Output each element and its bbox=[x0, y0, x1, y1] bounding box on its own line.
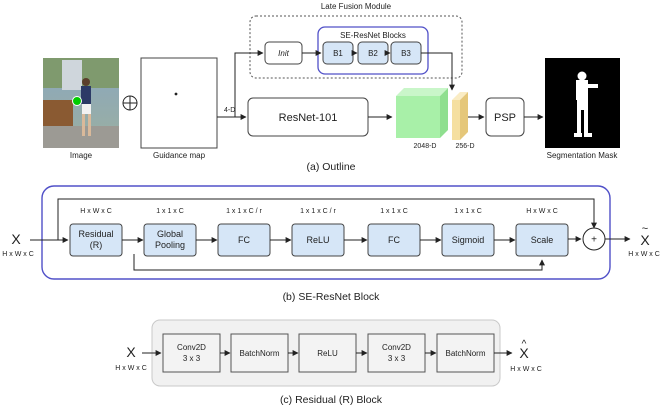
se-node-dim: 1 x 1 x C bbox=[156, 208, 184, 215]
psp-label: PSP bbox=[494, 112, 516, 124]
se-node-label: FC bbox=[238, 235, 250, 245]
guidance-map bbox=[140, 57, 218, 149]
four-d-label: 4-D bbox=[224, 107, 235, 114]
se-add-symbol: + bbox=[591, 235, 597, 246]
dim-256-label: 256-D bbox=[455, 143, 474, 150]
residual-node-box bbox=[436, 333, 495, 373]
residual-node-box bbox=[298, 333, 357, 373]
b1-label: B1 bbox=[333, 49, 343, 58]
res-input-dim: H x W x C bbox=[115, 365, 147, 372]
late-fusion-module-label: Late Fusion Module bbox=[321, 2, 392, 11]
se-node-dim: 1 x 1 x C / r bbox=[226, 208, 262, 215]
resnet-101-label: ResNet-101 bbox=[279, 112, 338, 124]
res-input-symbol: X bbox=[126, 344, 136, 360]
res-output-symbol: X bbox=[519, 345, 529, 361]
se-input-symbol: X bbox=[11, 231, 21, 247]
se-node-box bbox=[515, 223, 569, 257]
se-output-tilde: ~ bbox=[642, 223, 648, 235]
residual-node-sublabel: 3 x 3 bbox=[388, 354, 406, 363]
image-label: Image bbox=[70, 151, 93, 160]
se-node-sublabel: (R) bbox=[90, 240, 103, 250]
residual-node-label: BatchNorm bbox=[445, 349, 485, 358]
se-resnet-blocks-label: SE-ResNet Blocks bbox=[340, 31, 406, 40]
residual-node-label: Conv2D bbox=[177, 343, 206, 352]
se-node-label: Global bbox=[157, 229, 183, 239]
se-block-frame bbox=[41, 185, 611, 280]
guidance-point bbox=[174, 92, 178, 96]
se-resnet-section: X H x W x C Residual(R) H x W x C GlobalPo… bbox=[2, 185, 660, 303]
residual-node-box bbox=[230, 333, 289, 373]
residual-node-box bbox=[367, 333, 426, 373]
residual-node-label: ReLU bbox=[317, 349, 338, 358]
residual-section: X H x W x C Conv2D 3 x 3 BatchNorm ReLU Conv… bbox=[115, 319, 542, 406]
concat-icon bbox=[122, 95, 138, 111]
b3-label: B3 bbox=[401, 49, 411, 58]
se-node-label: Sigmoid bbox=[452, 235, 485, 245]
se-output-symbol: X bbox=[640, 232, 650, 248]
feature-256-slab bbox=[452, 92, 468, 140]
guidance-map-label: Guidance map bbox=[153, 151, 206, 160]
residual-node-box bbox=[162, 333, 221, 373]
se-node-label: FC bbox=[388, 235, 400, 245]
se-node-label: ReLU bbox=[306, 235, 329, 245]
residual-node-label: Conv2D bbox=[382, 343, 411, 352]
se-input-dim: H x W x C bbox=[2, 251, 34, 258]
se-node-dim: H x W x C bbox=[80, 208, 112, 215]
se-node-label: Scale bbox=[531, 235, 554, 245]
dim-2048-label: 2048-D bbox=[414, 143, 437, 150]
se-node-dim: H x W x C bbox=[526, 208, 558, 215]
res-output-dim: H x W x C bbox=[510, 366, 542, 373]
se-node-dim: 1 x 1 x C bbox=[380, 208, 408, 215]
input-image bbox=[43, 58, 119, 148]
se-node-dim: 1 x 1 x C bbox=[454, 208, 482, 215]
segmentation-mask-label: Segmentation Mask bbox=[547, 151, 619, 160]
residual-node-sublabel: 3 x 3 bbox=[183, 354, 201, 363]
se-block-caption: (b) SE-ResNet Block bbox=[283, 291, 381, 303]
b2-label: B2 bbox=[368, 49, 378, 58]
late-fusion-module-box bbox=[249, 15, 463, 79]
residual-node-label: BatchNorm bbox=[239, 349, 279, 358]
se-node-dim: 1 x 1 x C / r bbox=[300, 208, 336, 215]
outline-caption: (a) Outline bbox=[306, 161, 355, 173]
feature-2048-cube bbox=[396, 88, 448, 138]
se-node-sublabel: Pooling bbox=[155, 240, 185, 250]
se-node-label: Residual bbox=[78, 229, 113, 239]
res-output-hat: ^ bbox=[522, 339, 527, 350]
se-output-dim: H x W x C bbox=[628, 251, 660, 258]
segmentation-mask bbox=[545, 58, 620, 148]
init-label: Init bbox=[278, 49, 289, 58]
residual-block-caption: (c) Residual (R) Block bbox=[280, 394, 383, 406]
outline-section: Late Fusion Module SE-ResNet Blocks Init… bbox=[43, 2, 620, 173]
